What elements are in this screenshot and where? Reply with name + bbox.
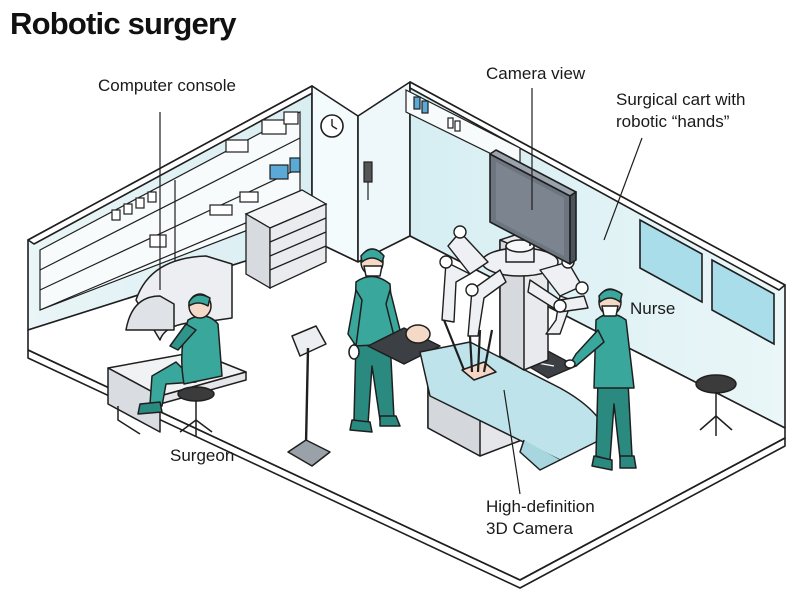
surgical-cart	[481, 231, 559, 371]
label-nurse: Nurse	[630, 299, 676, 318]
right-wall-shelf	[405, 89, 521, 169]
label-surgeon: Surgeon	[170, 446, 235, 465]
label-surgical-cart-line1: Surgical cart with	[616, 90, 746, 109]
drawer-cabinet	[244, 189, 328, 290]
wall-phone-icon	[363, 161, 373, 200]
label-surgical-cart-line2: robotic “hands”	[616, 112, 730, 131]
label-camera-view: Camera view	[486, 64, 586, 83]
page-title: Robotic surgery	[10, 6, 237, 41]
operating-table	[367, 324, 609, 471]
nurse-figure	[564, 288, 637, 471]
wall-window	[639, 218, 775, 346]
nurse-stool	[695, 374, 737, 436]
label-hd-camera-line2: 3D Camera	[486, 519, 573, 538]
robotic-arms	[439, 225, 589, 373]
wall-clock-icon	[320, 114, 344, 138]
callout-lines	[159, 88, 643, 495]
label-hd-camera: High-definition 3D Camera	[486, 496, 595, 540]
label-hd-camera-line1: High-definition	[486, 497, 595, 516]
camera-view-monitor	[489, 149, 577, 265]
label-computer-console: Computer console	[98, 76, 236, 95]
monitor-stand	[287, 325, 331, 467]
label-surgical-cart: Surgical cart with robotic “hands”	[616, 89, 745, 133]
surgeon-figure	[137, 293, 223, 436]
